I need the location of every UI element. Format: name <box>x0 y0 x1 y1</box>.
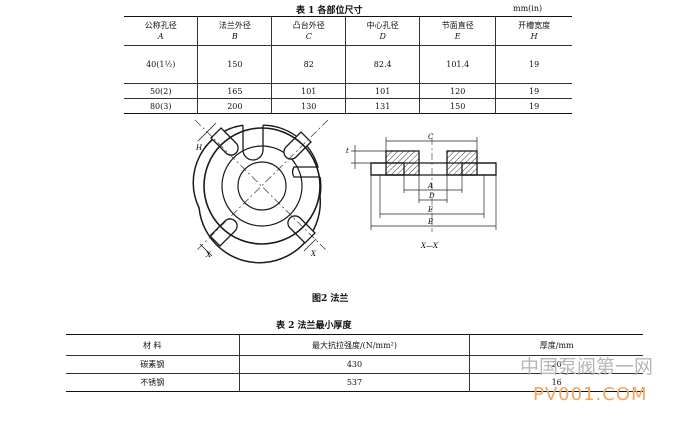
table-cell: 150 <box>197 45 272 84</box>
header-cell: 厚度/mm <box>469 334 643 356</box>
flange-figure: H X X C A D E B t X—X <box>192 119 497 264</box>
table1-caption: 表 1 各部位尺寸 <box>296 6 363 16</box>
table-row: 50(2) 165 101 101 120 19 <box>124 83 572 99</box>
table-cell: 537 <box>238 373 470 392</box>
table-cell: 101.4 <box>419 45 496 84</box>
section-label-t: t <box>346 147 349 155</box>
table-cell: 120 <box>419 83 496 99</box>
watermark-text-cn: 中国泵阀第一网 <box>520 356 654 378</box>
table-cell: 101 <box>345 83 420 99</box>
section-label-e: E <box>427 206 433 214</box>
table-cell: 19 <box>495 98 572 114</box>
section-title: X—X <box>420 242 439 250</box>
front-label-x2: X <box>310 250 317 258</box>
table-row: 碳素钢 430 20 <box>66 355 643 374</box>
front-center-lines <box>194 119 329 253</box>
watermark-text-url: PV001.COM <box>533 384 648 405</box>
table-cell: 19 <box>495 45 572 84</box>
table-cell: 82.4 <box>345 45 420 84</box>
table-row: 80(3) 200 130 131 150 19 <box>124 98 572 114</box>
front-label-h: H <box>195 144 203 152</box>
table-cell: 80(3) <box>149 101 172 111</box>
table-cell: 82 <box>271 45 346 84</box>
table-row: 40(1½) 150 82 82.4 101.4 19 <box>124 45 572 84</box>
table-cell: 430 <box>238 355 470 374</box>
table-cell: 40(1½) <box>124 45 198 84</box>
header-cell: 最大抗拉强度/(N/mm²) <box>238 334 470 356</box>
table-cell: 16 <box>469 373 643 392</box>
section-dimensions <box>351 137 497 230</box>
table-cell: 19 <box>495 83 572 99</box>
slot-width-dimension <box>197 122 317 257</box>
table-row: 不锈钢 537 16 <box>66 373 643 392</box>
table-cell: 不锈钢 <box>140 378 165 387</box>
section-label-d: D <box>428 192 435 200</box>
section-label-c: C <box>428 133 434 141</box>
flange-outer-circle <box>203 127 321 245</box>
table-cell: 165 <box>197 83 272 99</box>
front-label-x1: X <box>205 251 212 259</box>
thickness-table: 材 料 最大抗拉强度/(N/mm²) 厚度/mm 碳素钢 430 20 不锈钢 … <box>66 334 643 392</box>
header-cell: 材 料 <box>66 334 240 356</box>
table-cell: 50(2) <box>124 83 198 99</box>
table-cell: 200 <box>197 98 272 114</box>
figure-caption: 图2 法兰 <box>312 294 349 304</box>
table-cell: 101 <box>271 83 346 99</box>
table-cell: 130 <box>271 98 346 114</box>
table-cell: 150 <box>419 98 496 114</box>
table-cell: 20 <box>469 355 643 374</box>
table-cell: 碳素钢 <box>66 355 240 374</box>
flange-section-view <box>370 138 497 232</box>
section-label-a: A <box>427 182 433 190</box>
table-header-row: 材 料 最大抗拉强度/(N/mm²) 厚度/mm <box>66 334 643 356</box>
table2-caption: 表 2 法兰最小厚度 <box>276 321 352 331</box>
section-label-b: B <box>427 218 433 226</box>
table1-unit: mm(in) <box>513 4 543 13</box>
table-cell: 131 <box>345 98 420 114</box>
